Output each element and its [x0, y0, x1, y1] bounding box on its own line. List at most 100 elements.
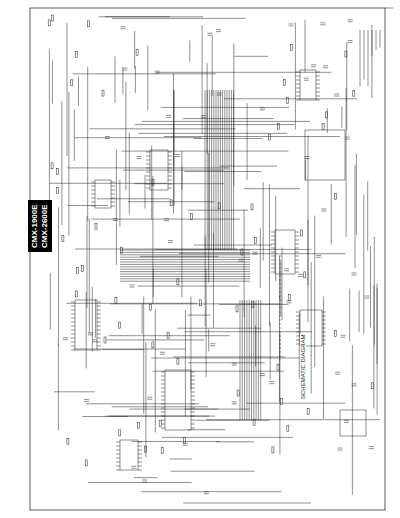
wire: [269, 185, 270, 327]
capacitor-symbol: [164, 220, 169, 221]
wire: [244, 188, 300, 189]
resistor-symbol: [71, 80, 73, 86]
resistor-symbol: [345, 51, 347, 57]
ic-pin: [97, 338, 101, 339]
ic-pin: [271, 248, 275, 249]
wire: [352, 345, 353, 495]
wire: [349, 289, 350, 342]
resistor-symbol: [322, 124, 324, 130]
ic-pin: [146, 180, 150, 181]
wire: [311, 262, 312, 394]
ic-pin: [322, 336, 326, 337]
wire: [78, 76, 79, 106]
resistor-symbol: [137, 422, 139, 428]
capacitor-symbol: [147, 399, 152, 400]
bus-wire: [120, 254, 250, 255]
wire: [263, 182, 264, 260]
ic-pin: [271, 260, 275, 261]
wire: [185, 331, 313, 332]
ic-pin: [111, 182, 115, 183]
wire: [260, 228, 261, 288]
capacitor-symbol: [289, 23, 294, 24]
resistor-symbol: [184, 438, 186, 444]
bus-wire: [218, 90, 219, 250]
capacitor-symbol: [142, 481, 147, 482]
bus-wire: [209, 90, 210, 250]
capacitor-symbol: [269, 381, 274, 382]
ic-pin: [116, 470, 120, 471]
capacitor-symbol: [168, 242, 173, 243]
wire: [208, 329, 209, 352]
ic-pin: [111, 190, 115, 191]
power-block: [305, 130, 345, 180]
wire: [356, 154, 357, 235]
ic-pin: [97, 302, 101, 303]
wire: [58, 207, 59, 345]
ic-pin: [71, 330, 75, 331]
resistor-symbol: [167, 333, 169, 339]
bus-wire: [120, 278, 250, 279]
capacitor-symbol: [260, 109, 265, 110]
capacitor-symbol: [166, 117, 171, 118]
ic-pin: [91, 190, 95, 191]
capacitor-symbol: [84, 399, 89, 400]
capacitor-symbol: [136, 156, 141, 157]
wire: [145, 175, 146, 209]
wire: [86, 403, 199, 404]
resistor-symbol: [237, 390, 239, 396]
ic-pin: [296, 328, 300, 329]
ic-pin: [161, 412, 165, 413]
wire: [220, 166, 278, 167]
note-line: [360, 30, 361, 87]
ic-pin: [138, 470, 142, 471]
capacitor-symbol: [232, 401, 237, 402]
ic-pin: [138, 450, 142, 451]
wire: [323, 297, 324, 419]
wire: [275, 196, 276, 282]
page-frame: [30, 8, 385, 510]
ic-pin: [91, 202, 95, 203]
wire: [216, 441, 254, 442]
bus-wire: [233, 90, 234, 250]
capacitor-symbol: [183, 443, 188, 444]
capacitor-symbol: [298, 276, 303, 277]
capacitor-symbol: [338, 448, 343, 449]
ic-pin: [138, 466, 142, 467]
wire: [52, 61, 53, 104]
capacitor-symbol: [105, 138, 110, 139]
ic-package: [300, 70, 316, 100]
ic-package: [150, 150, 168, 190]
capacitor-symbol: [88, 334, 93, 335]
resistor-symbol: [190, 213, 192, 219]
ic-pin: [191, 404, 195, 405]
wire: [145, 342, 146, 457]
ic-pin: [191, 424, 195, 425]
capacitor-symbol: [341, 337, 346, 338]
wire: [112, 406, 208, 407]
ic-pin: [116, 466, 120, 467]
ic-pin: [191, 400, 195, 401]
ic-pin: [138, 454, 142, 455]
bus-wire: [120, 259, 250, 260]
ic-pin: [322, 312, 326, 313]
ic-pin: [316, 88, 320, 89]
ic-pin: [97, 334, 101, 335]
wire: [119, 180, 120, 227]
resistor-symbol: [81, 266, 83, 272]
ic-pin: [191, 408, 195, 409]
bus-wire: [251, 300, 252, 420]
resistor-symbol: [75, 291, 77, 297]
ic-pin: [97, 346, 101, 347]
resistor-symbol: [144, 446, 146, 452]
ic-pin: [161, 424, 165, 425]
ic-pin: [322, 320, 326, 321]
wire: [115, 56, 116, 102]
ic-pin: [71, 326, 75, 327]
resistor-symbol: [307, 409, 309, 415]
capacitor-symbol: [352, 383, 357, 384]
ic-pin: [161, 372, 165, 373]
ic-pin: [322, 316, 326, 317]
resistor-symbol: [281, 398, 283, 404]
wiring: [48, 15, 380, 503]
wire: [174, 90, 175, 206]
